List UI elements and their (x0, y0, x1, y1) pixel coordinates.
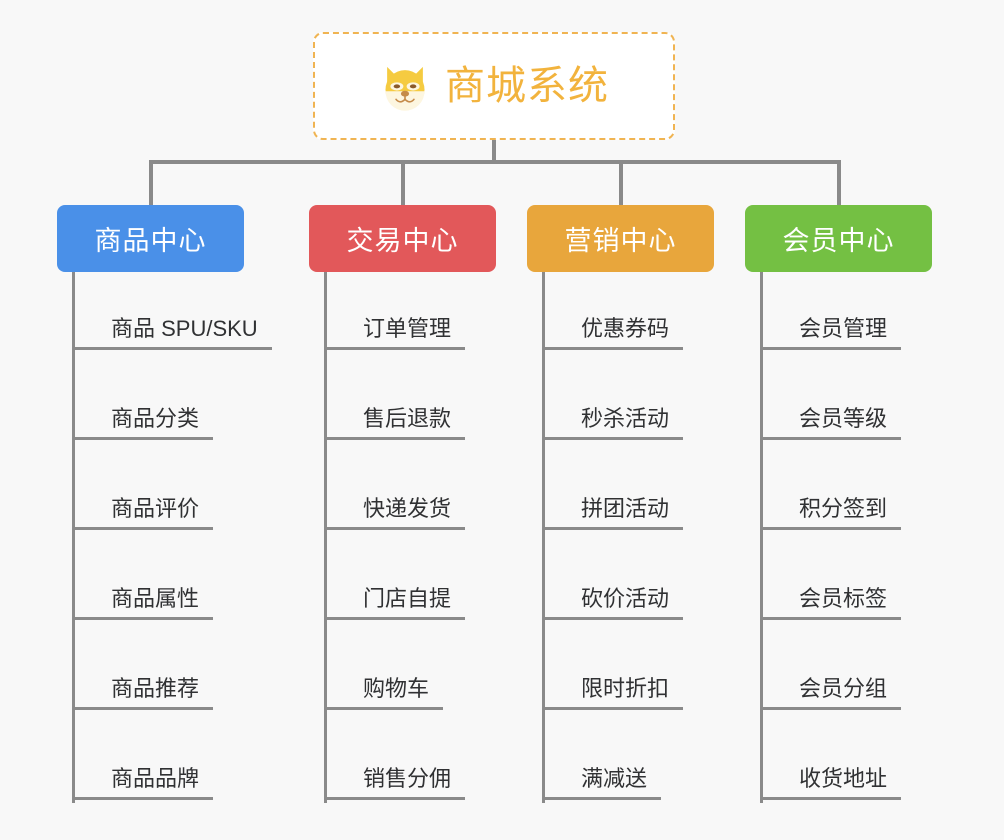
leaf-item-label: 限时折扣 (545, 676, 684, 710)
branch-header-label: 商品中心 (94, 226, 207, 256)
leaf-item-label: 售后退款 (327, 406, 466, 440)
leaf-item-label: 销售分佣 (327, 766, 466, 800)
leaf-item-label: 订单管理 (327, 316, 466, 350)
connector-drop-1 (149, 160, 153, 206)
leaf-item[interactable]: 订单管理 (327, 310, 466, 350)
leaf-item-label: 秒杀活动 (545, 406, 684, 440)
leaf-item[interactable]: 商品评价 (75, 490, 214, 530)
leaf-spine (542, 272, 545, 803)
leaf-item-label: 砍价活动 (545, 586, 684, 620)
leaf-item-label: 积分签到 (763, 496, 902, 530)
leaf-item[interactable]: 商品分类 (75, 400, 214, 440)
leaf-item-label: 商品品牌 (75, 766, 214, 800)
dog-face-icon (379, 62, 431, 114)
leaf-item-label: 门店自提 (327, 586, 466, 620)
leaf-item[interactable]: 快递发货 (327, 490, 466, 530)
leaf-spine (324, 272, 327, 803)
branch-header-label: 会员中心 (782, 226, 895, 256)
leaf-item[interactable]: 商品品牌 (75, 760, 214, 800)
branch-header-label: 交易中心 (346, 226, 459, 256)
leaf-item-label: 商品分类 (75, 406, 214, 440)
branch-header-2[interactable]: 交易中心 (309, 205, 496, 272)
leaf-item[interactable]: 优惠券码 (545, 310, 684, 350)
leaf-item-label: 商品评价 (75, 496, 214, 530)
leaf-item-label: 优惠券码 (545, 316, 684, 350)
leaf-item[interactable]: 会员标签 (763, 580, 902, 620)
leaf-item[interactable]: 销售分佣 (327, 760, 466, 800)
leaf-item-label: 会员标签 (763, 586, 902, 620)
leaf-item[interactable]: 会员分组 (763, 670, 902, 710)
leaf-spine (72, 272, 75, 803)
leaf-item-label: 满减送 (545, 766, 662, 800)
leaf-item[interactable]: 收货地址 (763, 760, 902, 800)
leaf-item[interactable]: 门店自提 (327, 580, 466, 620)
root-title: 商城系统 (445, 64, 609, 108)
leaf-item[interactable]: 会员等级 (763, 400, 902, 440)
leaf-item[interactable]: 拼团活动 (545, 490, 684, 530)
leaf-item[interactable]: 售后退款 (327, 400, 466, 440)
leaf-spine (760, 272, 763, 803)
leaf-item[interactable]: 商品推荐 (75, 670, 214, 710)
leaf-item[interactable]: 商品 SPU/SKU (75, 310, 272, 350)
leaf-item-label: 会员分组 (763, 676, 902, 710)
leaf-item[interactable]: 满减送 (545, 760, 662, 800)
leaf-item[interactable]: 会员管理 (763, 310, 902, 350)
branch-header-1[interactable]: 商品中心 (57, 205, 244, 272)
leaf-item[interactable]: 积分签到 (763, 490, 902, 530)
connector-drop-4 (837, 160, 841, 206)
branch-header-label: 营销中心 (564, 226, 677, 256)
connector-trunk (492, 140, 496, 164)
root-node[interactable]: 商城系统 (313, 32, 675, 140)
connector-bus (149, 160, 841, 164)
leaf-item-label: 商品属性 (75, 586, 214, 620)
leaf-item-label: 收货地址 (763, 766, 902, 800)
leaf-item[interactable]: 限时折扣 (545, 670, 684, 710)
connector-drop-3 (619, 160, 623, 206)
leaf-item[interactable]: 购物车 (327, 670, 444, 710)
connector-drop-2 (401, 160, 405, 206)
leaf-item-label: 拼团活动 (545, 496, 684, 530)
leaf-item[interactable]: 秒杀活动 (545, 400, 684, 440)
leaf-item-label: 会员等级 (763, 406, 902, 440)
leaf-item-label: 购物车 (327, 676, 444, 710)
leaf-item-label: 会员管理 (763, 316, 902, 350)
leaf-item[interactable]: 商品属性 (75, 580, 214, 620)
leaf-item-label: 快递发货 (327, 496, 466, 530)
branch-header-3[interactable]: 营销中心 (527, 205, 714, 272)
leaf-item-label: 商品推荐 (75, 676, 214, 710)
branch-header-4[interactable]: 会员中心 (745, 205, 932, 272)
leaf-item-label: 商品 SPU/SKU (75, 316, 272, 350)
leaf-item[interactable]: 砍价活动 (545, 580, 684, 620)
